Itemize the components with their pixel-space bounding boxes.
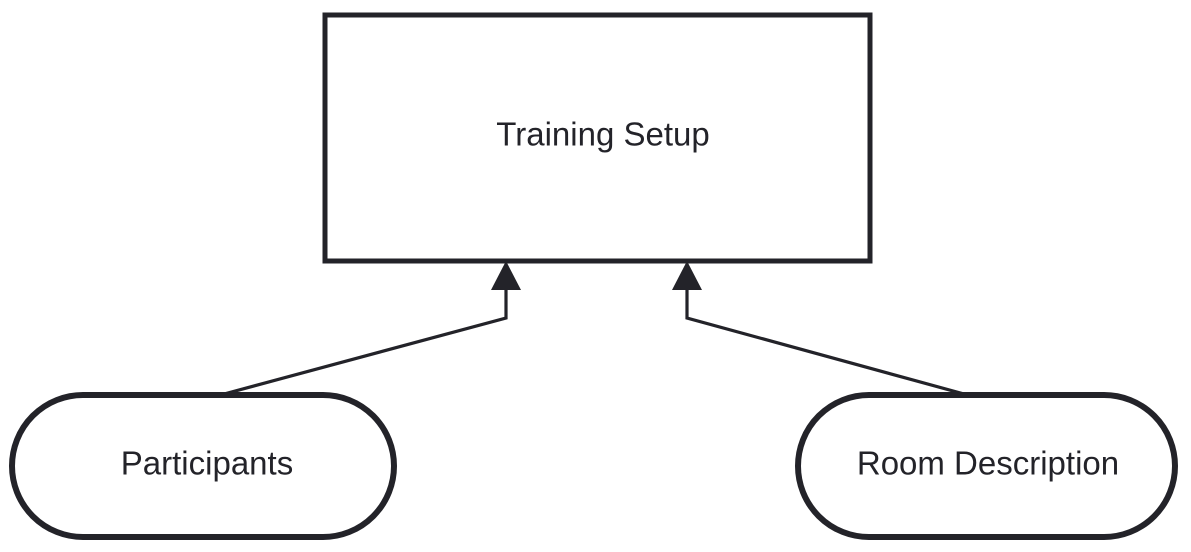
arrow-head-icon-room-description	[672, 261, 702, 290]
node-training-setup[interactable]: Training Setup	[322, 12, 873, 264]
node-participants[interactable]: Participants	[9, 392, 397, 540]
training-setup-box[interactable]	[322, 12, 873, 264]
edge-line-room-description	[685, 290, 976, 399]
participants-label: Participants	[121, 445, 293, 482]
room-description-label: Room Description	[857, 445, 1119, 482]
participants-pill[interactable]	[9, 392, 397, 540]
arrow-head-icon-participants	[491, 261, 521, 290]
node-room-description[interactable]: Room Description	[795, 392, 1178, 540]
room-description-pill[interactable]	[795, 392, 1178, 540]
edge-room-description-to-training-setup[interactable]	[672, 261, 976, 399]
training-setup-label: Training Setup	[496, 116, 709, 153]
edge-line-participants	[212, 290, 508, 399]
edge-participants-to-training-setup[interactable]	[212, 261, 521, 399]
